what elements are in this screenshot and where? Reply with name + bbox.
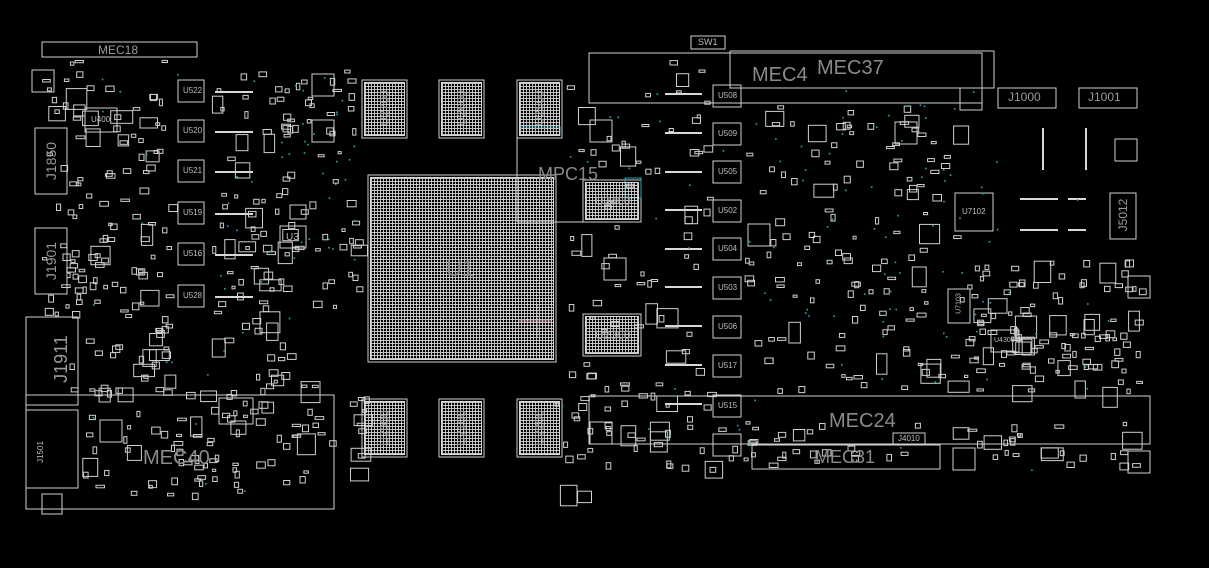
- mec24-label: MEC24: [829, 410, 896, 432]
- mec40-outline: [25, 394, 335, 510]
- u515-label: U515: [718, 401, 738, 410]
- u2400-bga: [585, 182, 639, 220]
- u2600-label: U2600: [454, 90, 469, 126]
- u2200-bga: [519, 401, 560, 455]
- u2200-label: U2200: [532, 410, 547, 446]
- u509-label: U509: [718, 129, 738, 138]
- u2700-label: U2700: [377, 90, 392, 126]
- sw1-outline: [690, 35, 726, 50]
- u528-label: U528: [183, 291, 203, 300]
- mpc15-label: MPC15: [538, 164, 599, 184]
- j1850-outline: [34, 127, 68, 195]
- j1501-label: J1501: [36, 441, 45, 463]
- sw1-label: SW1: [698, 37, 718, 47]
- u2600-bga: [441, 82, 482, 136]
- mec4-outline: [588, 52, 983, 104]
- u516-label: U516: [183, 249, 203, 258]
- mec37-outline: [729, 50, 995, 89]
- u2100-label: U2100: [454, 410, 469, 446]
- u519-label: U519: [183, 208, 203, 217]
- u504-label: U504: [718, 244, 738, 253]
- mec37-label: MEC37: [817, 57, 884, 79]
- u2500-bga: [519, 82, 560, 136]
- mec18-label: MEC18: [98, 43, 139, 57]
- u2000-label: U2000: [377, 410, 392, 446]
- j5012-outline: [1109, 192, 1137, 240]
- u2700-bga: [364, 82, 405, 136]
- j4010-label: J4010: [898, 434, 920, 443]
- mec40-label: MEC40: [143, 447, 210, 469]
- mec31-label: MEC31: [815, 447, 876, 467]
- u400-label: U400: [91, 115, 111, 124]
- u508-label: U508: [718, 91, 738, 100]
- u503-label: U503: [718, 283, 738, 292]
- mec18-outline: [41, 41, 198, 58]
- u7102-label: U7102: [962, 207, 986, 216]
- j1911-label: J1911: [51, 335, 71, 383]
- u1-bga: [370, 177, 554, 360]
- u517-label: U517: [718, 361, 738, 370]
- u521-label: U521: [183, 166, 203, 175]
- mec24-outline: [588, 395, 1151, 445]
- u2000-bga: [364, 401, 405, 455]
- u2400-label: U2400: [595, 194, 631, 208]
- j1850-label: J1850: [43, 141, 59, 181]
- u2300-label: U2300: [595, 328, 631, 342]
- u502-label: U502: [718, 206, 738, 215]
- j1000-label: J1000: [1008, 90, 1041, 104]
- u2100-bga: [441, 401, 482, 455]
- u4300-label: U4300: [994, 337, 1015, 344]
- u3-label: U3: [286, 232, 299, 243]
- u7103-label: U7103: [955, 293, 963, 314]
- u1-label: U1: [446, 256, 475, 281]
- j1911-outline: [25, 316, 79, 406]
- u505-label: U505: [718, 167, 738, 176]
- j5012-label: J5012: [1116, 198, 1130, 232]
- u506-label: U506: [718, 322, 738, 331]
- u2500-label: U2500: [532, 90, 547, 126]
- u522-label: U522: [183, 86, 203, 95]
- j4010-outline: [892, 432, 926, 446]
- u520-label: U520: [183, 126, 203, 135]
- j1001-label: J1001: [1088, 90, 1121, 104]
- mec4-label: MEC4: [752, 64, 808, 86]
- j1001-outline: [1078, 87, 1138, 109]
- j1901-label: J1901: [43, 241, 59, 281]
- u2300-bga: [585, 316, 639, 354]
- j1000-outline: [997, 87, 1057, 109]
- u1-outline: [367, 174, 557, 363]
